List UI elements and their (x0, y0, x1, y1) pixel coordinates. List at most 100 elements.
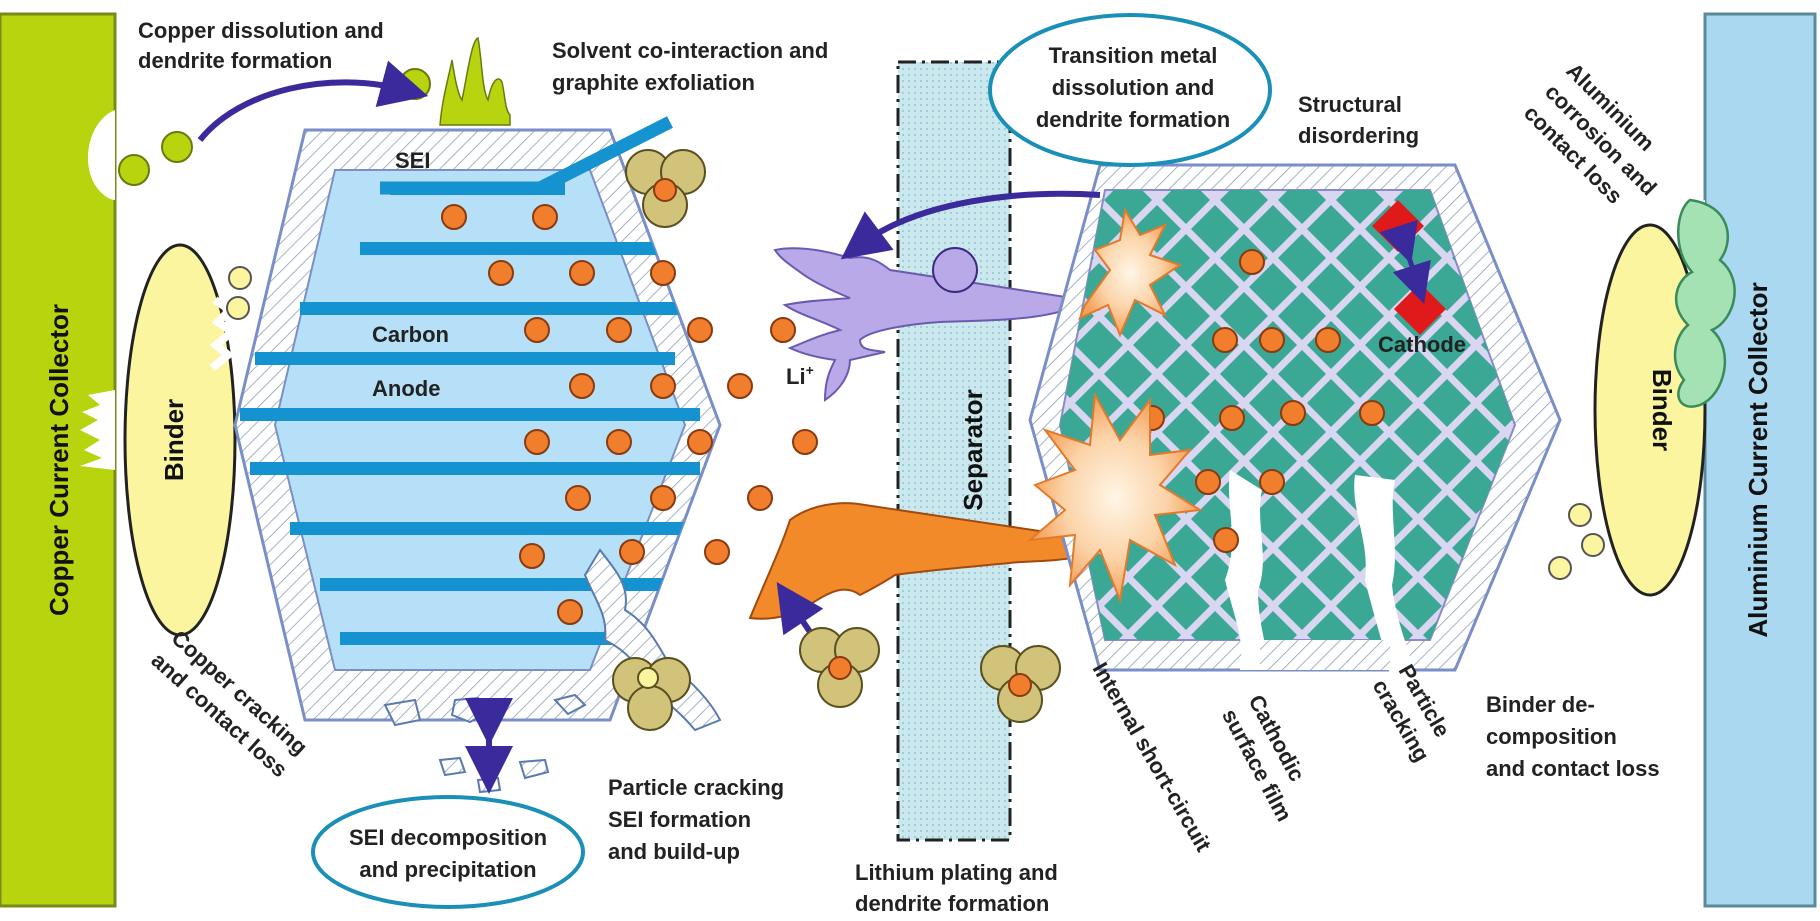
lattice-diamond (1220, 350, 1268, 398)
left-binder: Binder (123, 243, 252, 637)
anode-particle: SEI Carbon Anode Li+ (233, 116, 814, 722)
lattice-diamond (1162, 292, 1210, 340)
lattice-diamond (1278, 190, 1326, 224)
transition-metal-arrow (840, 190, 1101, 260)
copper-crack (80, 390, 115, 470)
lattice-diamond (1162, 190, 1210, 224)
cathodic-surface-film (1260, 640, 1390, 670)
lattice-diamond (1481, 611, 1515, 640)
lattice-diamond (1307, 263, 1355, 311)
lattice-diamond (1104, 582, 1152, 630)
solvent-line-1: Solvent co-interaction and (552, 38, 828, 63)
lithium-cluster-left (799, 627, 880, 708)
lattice-diamond (1162, 408, 1210, 456)
lattice-diamond (1220, 292, 1268, 340)
lattice-diamond (1423, 321, 1471, 369)
sei-decomposition-line-2: and precipitation (359, 857, 536, 882)
lattice-diamond (1278, 292, 1326, 340)
lattice-diamond (1394, 408, 1442, 456)
lattice-diamond (1423, 379, 1471, 427)
lattice-diamond (1394, 350, 1442, 398)
structural-line-2: disordering (1298, 123, 1419, 148)
lattice-diamond (1133, 611, 1181, 640)
separator: Separator (896, 60, 1012, 842)
particle-cracking-cluster (612, 657, 691, 731)
lattice-diamond (1365, 321, 1413, 369)
lattice-diamond (1191, 205, 1239, 253)
copper-dissolution-gap (87, 110, 115, 200)
lattice-diamond (1307, 611, 1355, 640)
cathode-crack-2 (1354, 475, 1415, 675)
lattice-diamond (1162, 582, 1210, 630)
lattice-diamond (1133, 553, 1181, 601)
lattice-diamond (1249, 437, 1297, 485)
binder-decomposition-line-1: Binder de- (1486, 692, 1595, 717)
lattice-diamond (1336, 292, 1384, 340)
transition-metal-line-1: Transition metal (1049, 43, 1218, 68)
short-circuit-spark-top (1078, 207, 1183, 338)
lattice-diamond (1481, 379, 1515, 427)
lattice-diamond (1423, 437, 1471, 485)
transition-metal-callout: Transition metal dissolution and dendrit… (988, 13, 1272, 167)
lattice-diamond (1249, 205, 1297, 253)
lattice-diamond (1191, 553, 1239, 601)
aluminium-collector-label: Aluminium Current Collector (1743, 282, 1773, 637)
lattice-diamond (1394, 524, 1442, 572)
particle-cracking-sei-line-3: and build-up (608, 839, 740, 864)
sei-decomposition-callout: SEI decomposition and precipitation (311, 795, 585, 909)
anode-lithium-ions (441, 204, 818, 625)
disordering-arrow (1379, 219, 1431, 305)
lattice-diamond (1307, 437, 1355, 485)
right-binder: Binder (1548, 223, 1707, 597)
lattice-diamond (1278, 466, 1326, 514)
lattice-diamond (1452, 408, 1500, 456)
copper-current-collector: Copper Current Collector (0, 12, 117, 908)
structural-line-1: Structural (1298, 92, 1402, 117)
internal-short-label: Internal short-circuit (1088, 658, 1217, 856)
lattice-diamond (1104, 350, 1152, 398)
right-binder-label: Binder (1647, 369, 1677, 451)
binder-decomposition-line-2: composition (1486, 724, 1617, 749)
transition-metal-line-3: dendrite formation (1036, 107, 1230, 132)
lattice-diamond (1307, 495, 1355, 543)
lattice-diamond (1452, 350, 1500, 398)
lattice-diamond (1336, 190, 1384, 224)
lattice-diamond (1423, 495, 1471, 543)
particle-cracking-sei-line-1: Particle cracking (608, 775, 784, 800)
solvent-line-2: graphite exfoliation (552, 70, 755, 95)
cathode-crack-1 (1225, 470, 1270, 670)
transition-metal-line-2: dissolution and (1052, 75, 1215, 100)
sei-decomposition-line-1: SEI decomposition (349, 825, 547, 850)
graphite-exfoliation-cluster (625, 149, 706, 228)
lattice-diamond (1220, 190, 1268, 224)
lattice-diamond (1060, 350, 1094, 398)
copper-dissolution-arrow (197, 60, 429, 142)
lattice-diamond (1336, 350, 1384, 398)
aluminium-current-collector: Aluminium Current Collector (1678, 12, 1817, 908)
li-ion-label: Li+ (786, 362, 814, 389)
lattice-diamond (1307, 379, 1355, 427)
left-binder-label: Binder (159, 399, 189, 481)
lattice-diamond (1336, 234, 1384, 282)
lattice-diamond (1307, 553, 1355, 601)
lattice-diamond (1394, 466, 1442, 514)
copper-dissolution-line-1: Copper dissolution and (138, 18, 384, 43)
lattice-diamond (1249, 611, 1297, 640)
lithium-plating-line-2: dendrite formation (855, 891, 1049, 916)
lattice-diamond (1278, 582, 1326, 630)
separator-label: Separator (958, 389, 988, 510)
lattice-diamond (1307, 205, 1355, 253)
copper-dissolution-line-2: dendrite formation (138, 48, 332, 73)
cathodic-film-label: Cathodic surface film (1217, 691, 1310, 826)
particle-cracking-sei-line-2: SEI formation (608, 807, 751, 832)
short-circuit-spark-bottom (1026, 391, 1203, 604)
lattice-diamond (1278, 350, 1326, 398)
lattice-diamond (1162, 350, 1210, 398)
binder-decomposition-line-3: and contact loss (1486, 756, 1660, 781)
lattice-diamond (1278, 234, 1326, 282)
lattice-diamond (1191, 263, 1239, 311)
lithium-cluster-right (980, 645, 1061, 723)
cathode-lithium-ions (1139, 249, 1385, 553)
particle-cracking-label: Particle cracking (1368, 660, 1455, 766)
aluminium-corrosion-blob (1673, 198, 1736, 408)
